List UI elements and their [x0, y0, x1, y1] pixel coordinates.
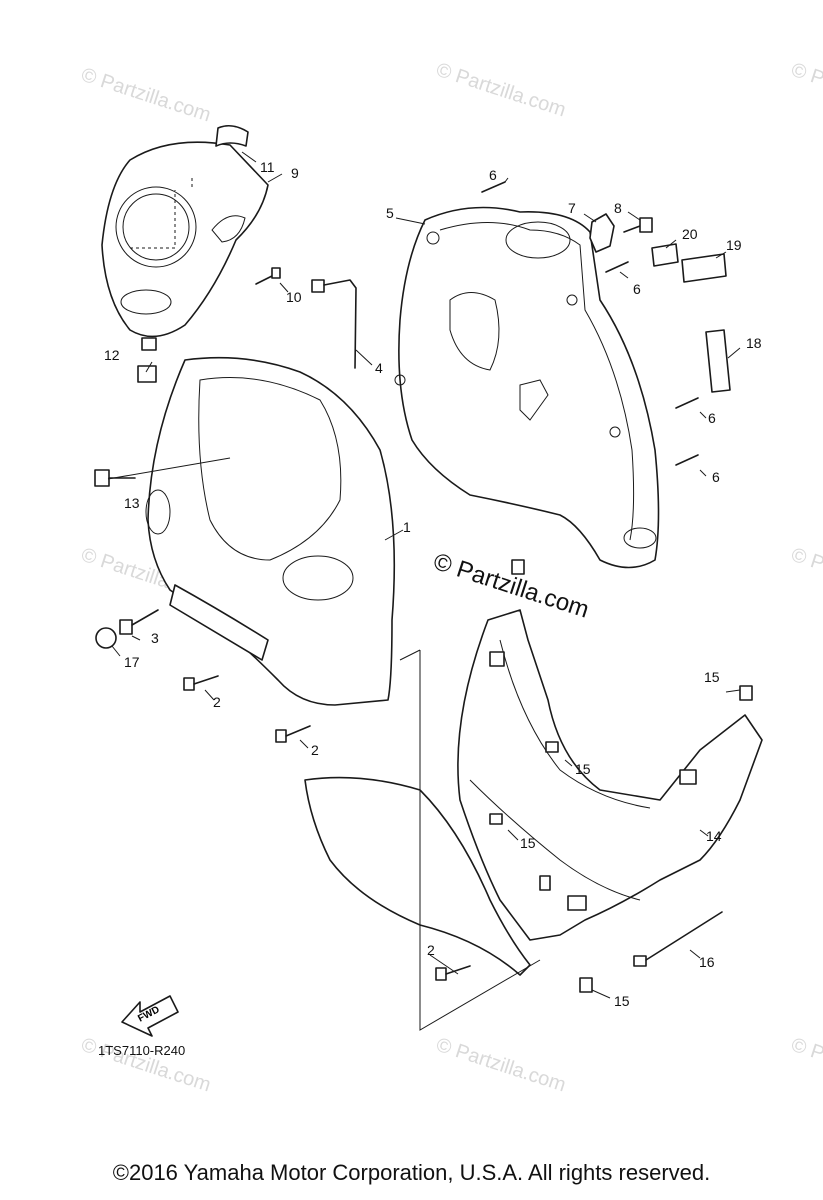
screw-part-2 — [183, 675, 219, 691]
screw-part-3 — [119, 609, 159, 635]
callout-2: 2 — [427, 942, 435, 958]
reference-lines — [399, 649, 541, 1031]
callout-18: 18 — [746, 335, 762, 351]
callout-20: 20 — [682, 226, 698, 242]
nut-part-12 — [137, 365, 157, 383]
copyright-notice: ©2016 Yamaha Motor Corporation, U.S.A. A… — [112, 1160, 711, 1185]
callout-11: 11 — [260, 159, 275, 175]
screw-part-6 — [675, 397, 699, 409]
screw-part-6 — [605, 261, 629, 273]
grommet-part-17 — [95, 627, 117, 649]
callout-4: 4 — [375, 360, 383, 376]
bracket-part-7 — [589, 213, 615, 253]
callout-9: 9 — [291, 165, 299, 181]
screw-part-10 — [255, 267, 281, 285]
screw-part-6 — [481, 181, 506, 193]
callout-7: 7 — [568, 200, 576, 216]
clip-part-15 — [539, 875, 551, 891]
label-part-19 — [681, 253, 727, 283]
callout-6: 6 — [708, 410, 716, 426]
watermark: © Partzilla.com — [433, 1034, 568, 1097]
watermark: © Partzilla.com — [788, 1034, 823, 1097]
pad-part-20 — [651, 243, 679, 267]
callout-15: 15 — [614, 993, 630, 1009]
callout-14: 14 — [706, 828, 722, 844]
callout-3: 3 — [151, 630, 159, 646]
gasket-part-18 — [705, 329, 731, 393]
cable-tie-part-16 — [633, 911, 723, 967]
callout-15: 15 — [704, 669, 720, 685]
callout-6: 6 — [712, 469, 720, 485]
watermark: © Partzilla.com — [788, 544, 823, 607]
leg-shield-part-5 — [394, 206, 660, 569]
callout-13: 13 — [124, 495, 140, 511]
clip-part-15 — [545, 741, 559, 753]
callout-10: 10 — [286, 289, 302, 305]
callout-1: 1 — [403, 519, 411, 535]
watermark: © Partzilla.com — [78, 64, 213, 127]
clip-part-15 — [739, 685, 753, 701]
bolt-part-13 — [94, 469, 136, 487]
clip-part-15 — [579, 977, 593, 993]
clip-part-15 — [511, 559, 525, 575]
callout-15: 15 — [520, 835, 536, 851]
headlight-housing-part-9 — [101, 141, 269, 351]
callout-15: 15 — [575, 761, 591, 777]
fwd-arrow-icon: FWD — [121, 995, 179, 1037]
callout-5: 5 — [386, 205, 394, 221]
callout-8: 8 — [614, 200, 622, 216]
callout-2: 2 — [311, 742, 319, 758]
callout-19: 19 — [726, 237, 742, 253]
front-cover-part-1 — [145, 356, 396, 706]
callout-labels: 1 2 2 2 3 4 5 6 6 6 6 7 8 9 10 11 12 13 … — [104, 159, 762, 1009]
callout-6: 6 — [633, 281, 641, 297]
screw-part-2 — [435, 965, 471, 981]
diagram-code: 1TS7110-R240 — [98, 1043, 185, 1058]
watermark: © Partzilla.com — [788, 59, 823, 122]
screw-part-2 — [275, 725, 311, 743]
pad-part-11 — [215, 124, 249, 147]
callout-17: 17 — [124, 654, 140, 670]
callout-12: 12 — [104, 347, 120, 363]
watermark: © Partzilla.com — [433, 59, 568, 122]
band-part-4 — [311, 279, 357, 369]
bolt-part-8 — [623, 217, 653, 233]
leader-lines — [107, 151, 741, 999]
under-cover-part-14 — [457, 609, 763, 941]
callout-16: 16 — [699, 954, 715, 970]
callout-2: 2 — [213, 694, 221, 710]
callout-6: 6 — [489, 167, 497, 183]
clip-part-15 — [489, 813, 503, 825]
screw-part-6 — [675, 454, 699, 466]
